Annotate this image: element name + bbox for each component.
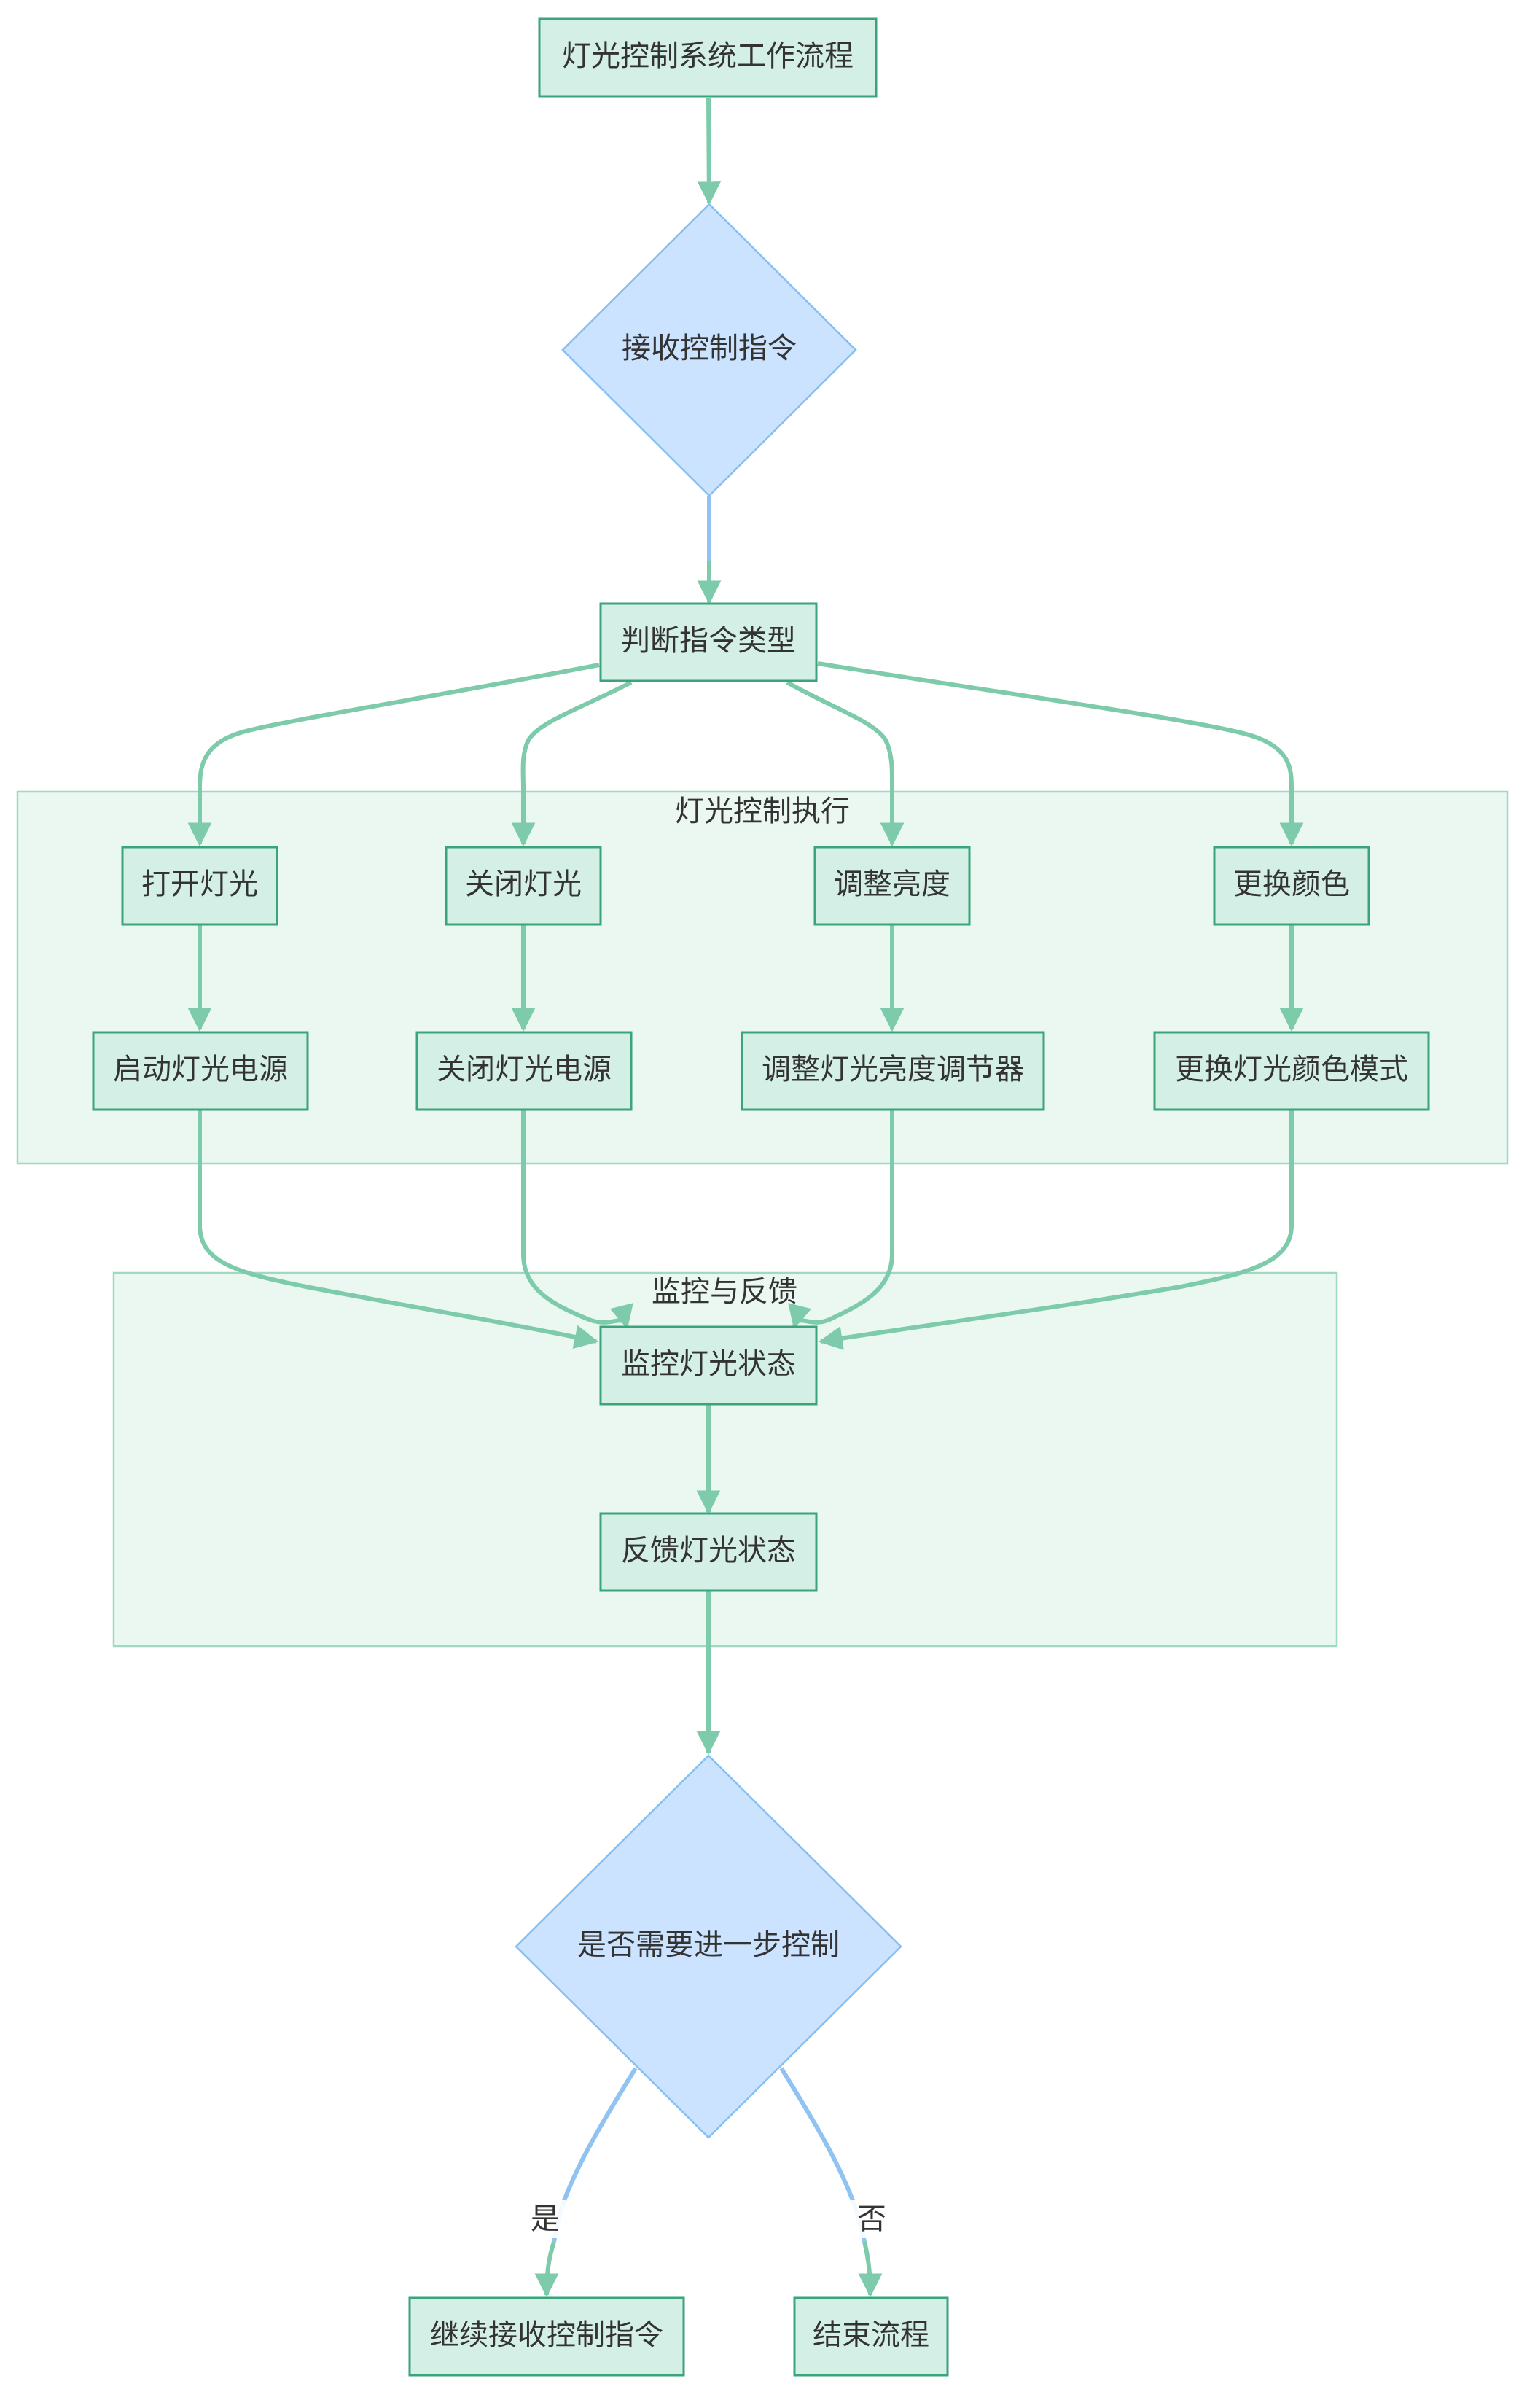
cluster-light-execution-title: 灯光控制执行 [675,795,850,828]
edge-judge-to-on [187,663,600,847]
node-judge-type-label: 判断指令类型 [621,624,796,658]
node-end-label: 结束流程 [813,2318,929,2352]
edge-decision-to-continue-arrow [534,2241,559,2298]
edges [187,97,1304,2298]
node-turn-on: 打开灯光 [121,846,278,926]
node-monitor-status: 监控灯光状态 [599,1325,818,1406]
decision-further-control: 是否需要进一步控制 [515,1754,902,2139]
edge-decision-to-end [779,2067,858,2210]
node-change-color-label: 更换颜色 [1233,868,1350,901]
node-continue-receiving: 继续接收控制指令 [408,2296,685,2377]
node-power-off: 关闭灯光电源 [415,1031,633,1111]
edge-decision-to-continue [559,2067,638,2210]
node-monitor-status-label: 监控灯光状态 [621,1347,796,1381]
edge-mode-to-monitor [818,1110,1294,1350]
edge-label-no: 否 [851,2200,894,2238]
node-change-color: 更换颜色 [1213,846,1370,926]
node-color-mode: 更换灯光颜色模式 [1153,1031,1430,1111]
node-power-off-label: 关闭灯光电源 [437,1053,612,1086]
node-start: 灯光控制系统工作流程 [538,17,878,98]
node-power-on: 启动灯光电源 [92,1031,309,1111]
node-adjust-brightness-label: 调整亮度 [834,868,950,901]
node-judge-type: 判断指令类型 [599,602,818,682]
edge-label-no-text: 否 [857,2202,886,2236]
node-feedback-status-label: 反馈灯光状态 [621,1534,796,1567]
edge-poweroff-to-monitor [521,1110,633,1330]
edge-judge-to-off [511,680,633,847]
node-color-mode-label: 更换灯光颜色模式 [1175,1053,1408,1086]
node-power-on-label: 启动灯光电源 [113,1053,288,1086]
decision-further-control-label: 是否需要进一步控制 [577,1928,840,1962]
edge-label-yes: 是 [523,2200,566,2238]
edge-judge-to-color [817,661,1304,847]
edge-start-to-receive [697,97,722,206]
edge-poweron-to-monitor [198,1110,599,1349]
edge-label-yes-text: 是 [531,2202,560,2236]
node-adjust-brightness: 调整亮度 [813,846,971,926]
node-brightness-regulator: 调整灯光亮度调节器 [741,1031,1045,1111]
node-turn-off: 关闭灯光 [445,846,602,926]
node-brightness-regulator-label: 调整灯光亮度调节器 [762,1053,1024,1086]
node-end: 结束流程 [793,2296,949,2377]
cluster-monitor-feedback-title: 监控与反馈 [652,1275,797,1309]
node-turn-off-label: 关闭灯光 [465,868,582,901]
edge-judge-to-brightness [786,680,905,847]
decision-receive: 接收控制指令 [561,203,857,497]
edge-decision-to-end-arrow [858,2241,883,2298]
decision-receive-label: 接收控制指令 [622,332,797,365]
edge-adj-to-monitor [788,1110,894,1330]
node-turn-on-label: 打开灯光 [141,868,258,901]
node-start-label: 灯光控制系统工作流程 [562,39,854,73]
node-continue-receiving-label: 继续接收控制指令 [430,2318,663,2352]
node-feedback-status: 反馈灯光状态 [599,1512,818,1592]
